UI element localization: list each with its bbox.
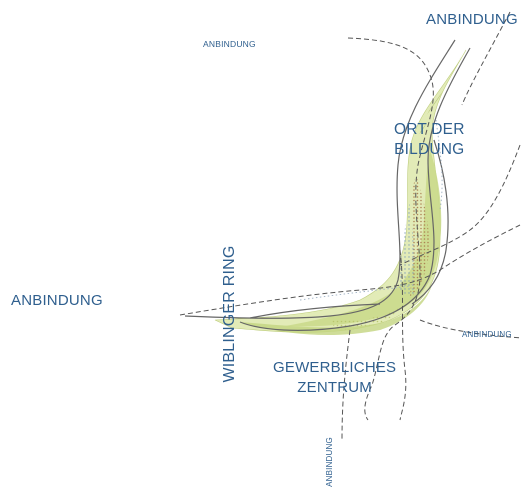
anbindung-top-right-label: ANBINDUNG xyxy=(426,11,518,28)
ort-der-bildung-line-1: ORT DER xyxy=(394,121,465,138)
gewerbliches-zentrum-label: GEWERBLICHES ZENTRUM xyxy=(273,358,396,397)
connection-lines xyxy=(179,11,523,441)
ort-der-bildung-label: ORT DER BILDUNG xyxy=(394,120,465,160)
gewerbliches-zentrum-line-1: GEWERBLICHES xyxy=(273,359,397,376)
yellow-dotted-area xyxy=(330,306,400,330)
wiblinger-ring-label: WIBLINGER RING xyxy=(221,245,238,383)
brown-dotted-area xyxy=(410,175,430,298)
anbindung-right-label: ANBINDUNG xyxy=(462,330,512,339)
road-lines xyxy=(184,39,471,331)
dotted-light-lines xyxy=(299,119,443,301)
anbindung-bottom-label: ANBINDUNG xyxy=(325,437,334,487)
green-lower-stripe xyxy=(240,285,432,336)
anbindung-top-left-label: ANBINDUNG xyxy=(203,39,256,49)
gewerbliches-zentrum-line-2: ZENTRUM xyxy=(297,378,372,396)
anbindung-left-label: ANBINDUNG xyxy=(11,292,103,309)
ort-der-bildung-line-2: BILDUNG xyxy=(394,141,465,159)
blue-dotted-area xyxy=(398,200,416,295)
